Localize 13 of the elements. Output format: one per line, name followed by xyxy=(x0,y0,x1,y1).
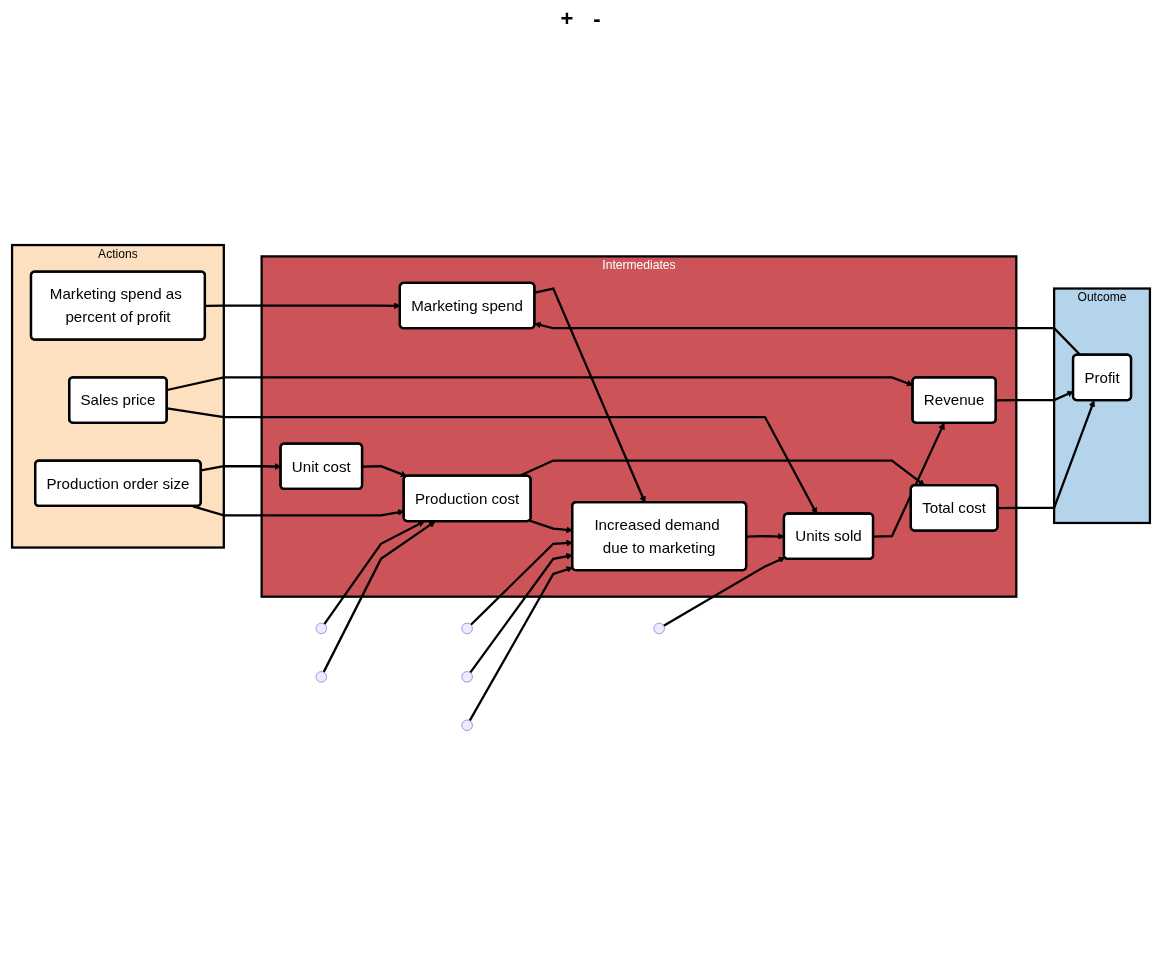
arrow xyxy=(166,407,817,515)
arrow xyxy=(361,465,407,478)
sign-label: - xyxy=(593,6,601,32)
arrow xyxy=(192,505,404,517)
arrow xyxy=(468,566,573,722)
arrow xyxy=(872,423,945,538)
arrow xyxy=(662,557,785,627)
arrow xyxy=(322,521,435,673)
arrow xyxy=(200,463,281,472)
sign-label: + xyxy=(560,6,574,32)
arrow xyxy=(322,521,425,625)
arrow xyxy=(997,400,1095,510)
arrow xyxy=(166,376,913,392)
